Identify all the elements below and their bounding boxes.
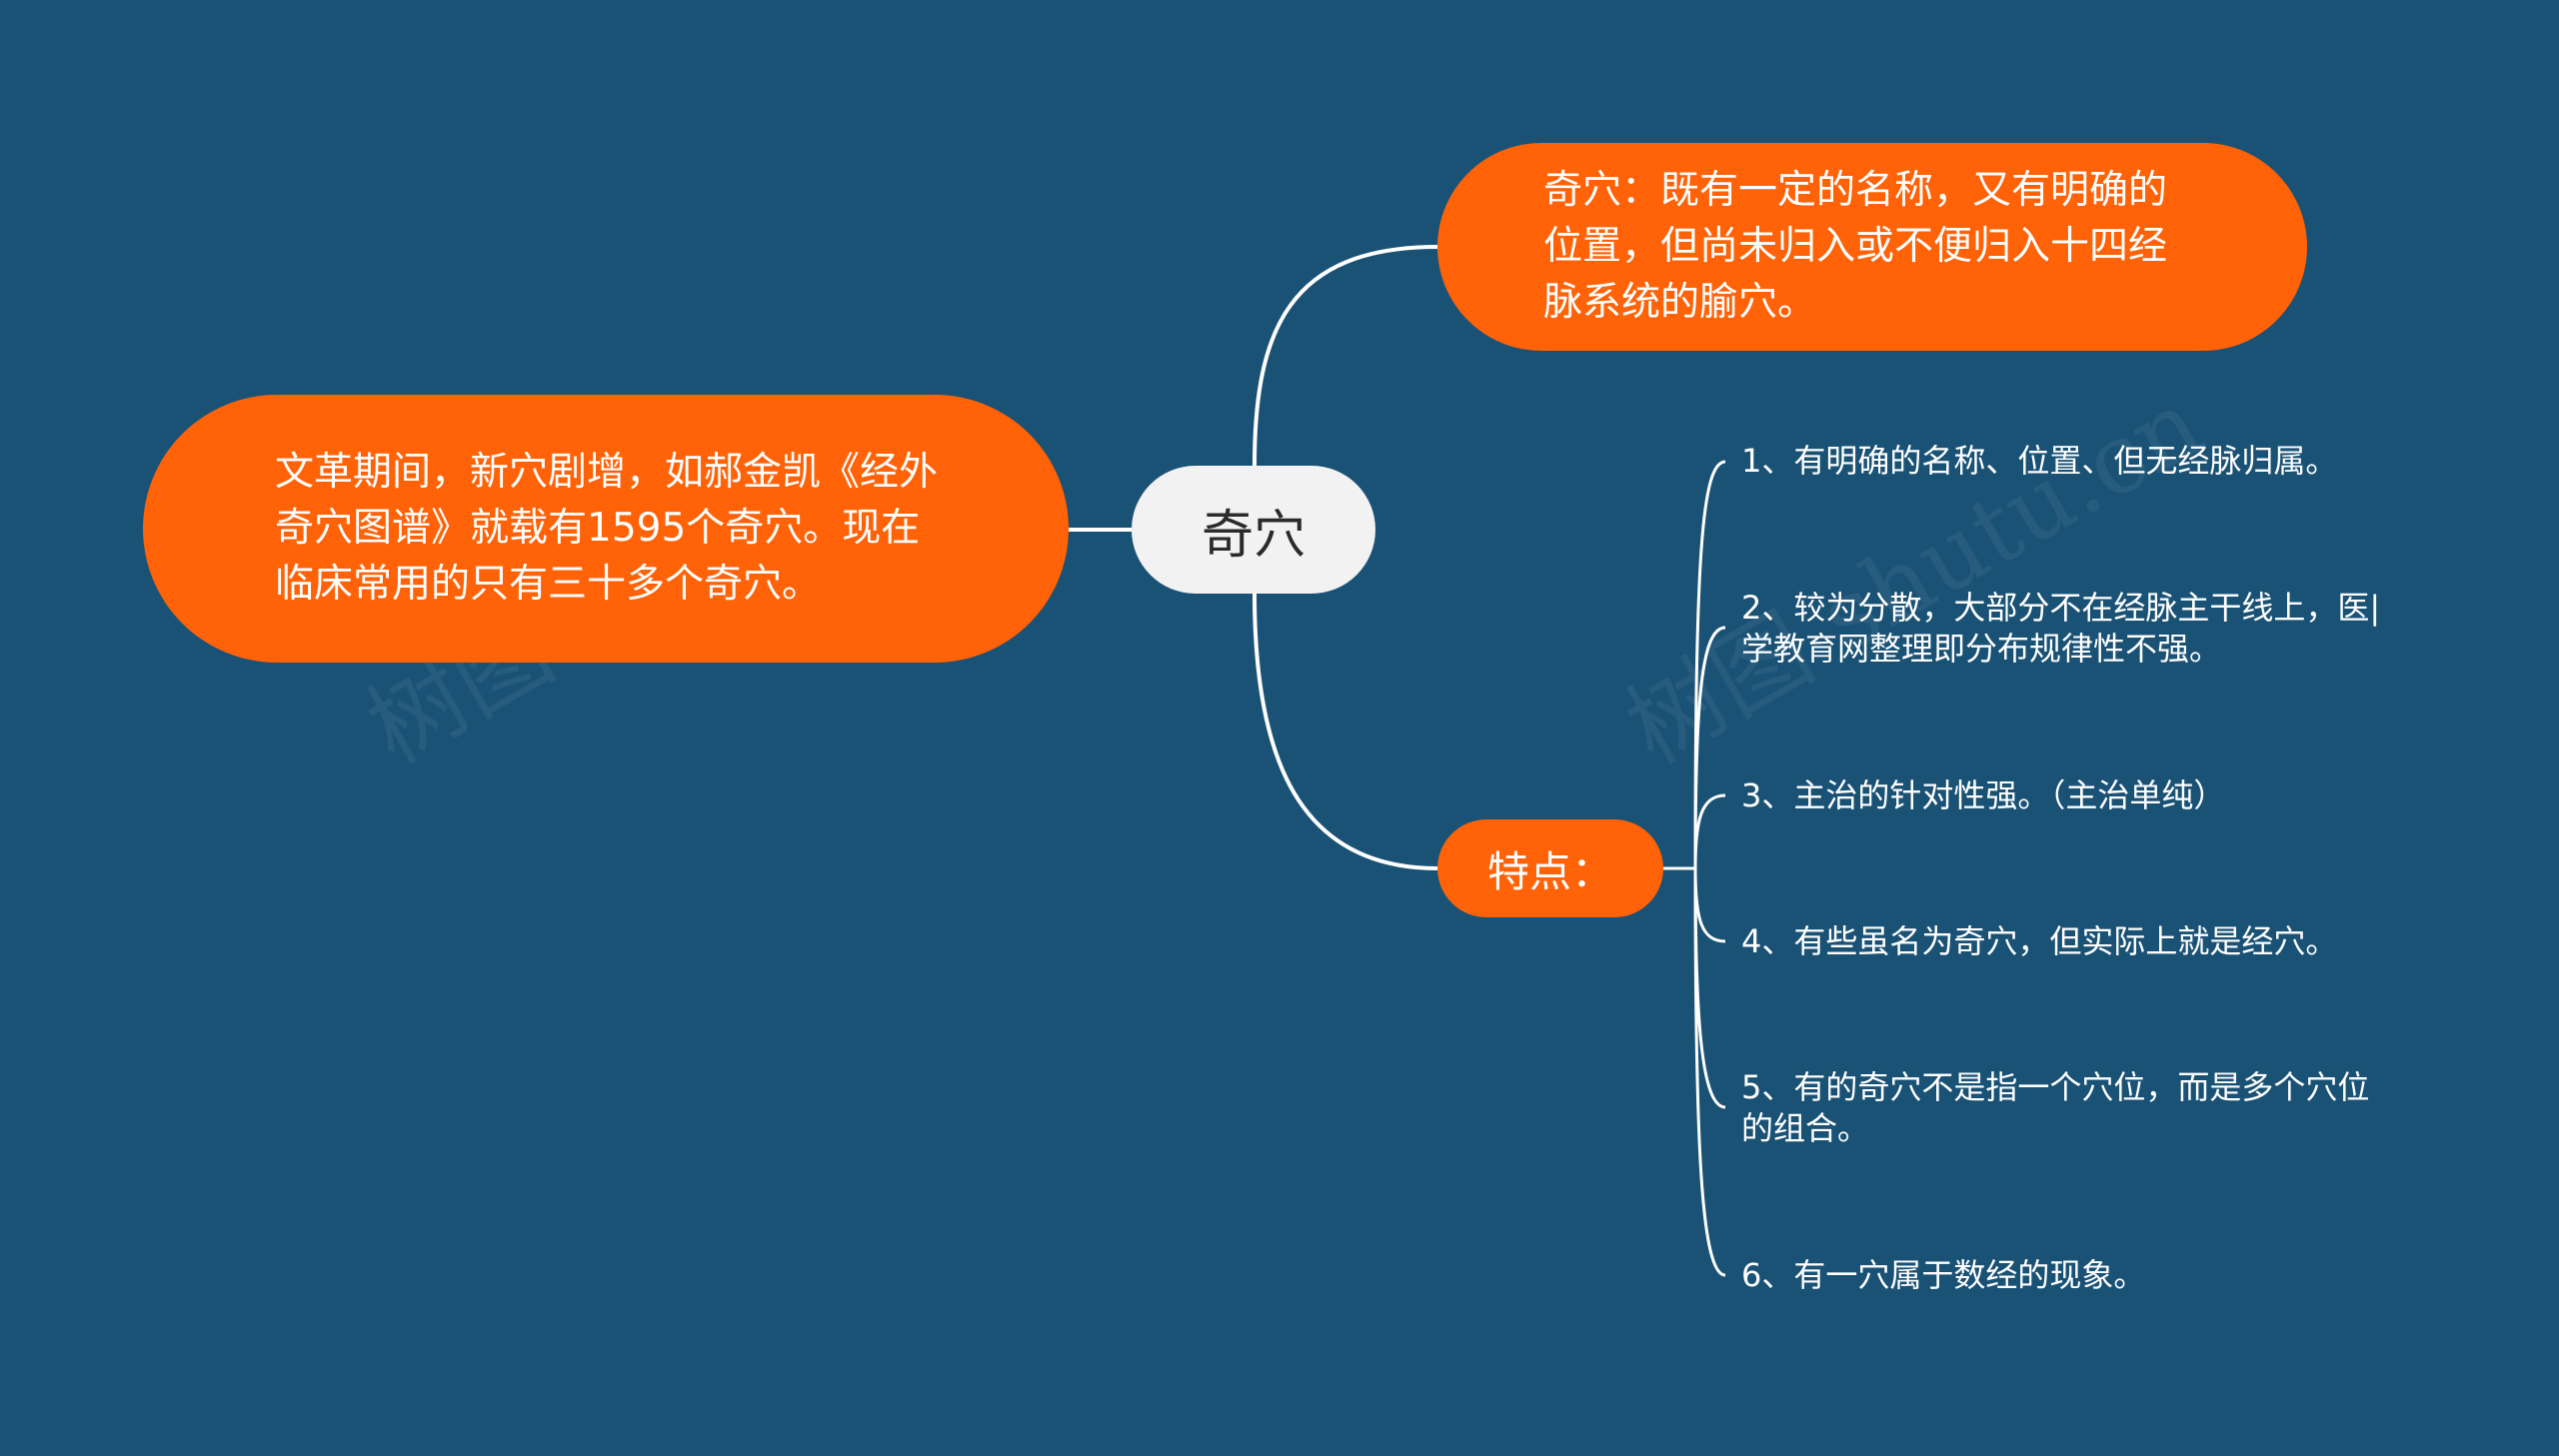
features-label: 特点：	[1486, 846, 1613, 896]
top-branch-node[interactable]: 奇穴：既有一定的名称，又有明确的位置，但尚未归入或不便归入十四经脉系统的腧穴。	[1437, 143, 2307, 351]
features-node[interactable]: 特点：	[1437, 819, 1663, 917]
feature-item-2[interactable]: 2、较为分散，大部分不在经脉主干线上，医|学教育网整理即分布规律性不强。	[1741, 589, 2381, 668]
top-branch-text: 奇穴：既有一定的名称，又有明确的位置，但尚未归入或不便归入十四经脉系统的腧穴。	[1543, 168, 2168, 325]
left-branch-node[interactable]: 文革期间，新穴剧增，如郝金凯《经外奇穴图谱》就载有1595个奇穴。现在临床常用的…	[143, 395, 1069, 663]
link-leaf-5	[1693, 867, 1726, 1109]
feature-item-4[interactable]: 4、有些虽名为奇穴，但实际上就是经穴。	[1741, 922, 2338, 960]
feature-item-1[interactable]: 1、有明确的名称、位置、但无经脉归属。	[1741, 442, 2338, 480]
link-leaf-2	[1693, 626, 1726, 869]
link-leaf-4	[1693, 867, 1726, 943]
feature-item-3[interactable]: 3、主治的针对性强。（主治单纯）	[1741, 776, 2226, 814]
feature-item-5[interactable]: 5、有的奇穴不是指一个穴位，而是多个穴位的组合。	[1741, 1068, 2370, 1147]
link-leaf-6	[1693, 867, 1726, 1277]
center-node[interactable]: 奇穴	[1132, 466, 1375, 594]
link-center-features	[1253, 593, 1438, 870]
link-leaf-3	[1693, 793, 1726, 869]
feature-item-6[interactable]: 6、有一穴属于数经的现象。	[1741, 1256, 2146, 1294]
link-center-top	[1253, 245, 1438, 467]
center-node-label: 奇穴	[1201, 505, 1305, 566]
left-branch-text: 文革期间，新穴剧增，如郝金凯《经外奇穴图谱》就载有1595个奇穴。现在临床常用的…	[275, 450, 939, 607]
